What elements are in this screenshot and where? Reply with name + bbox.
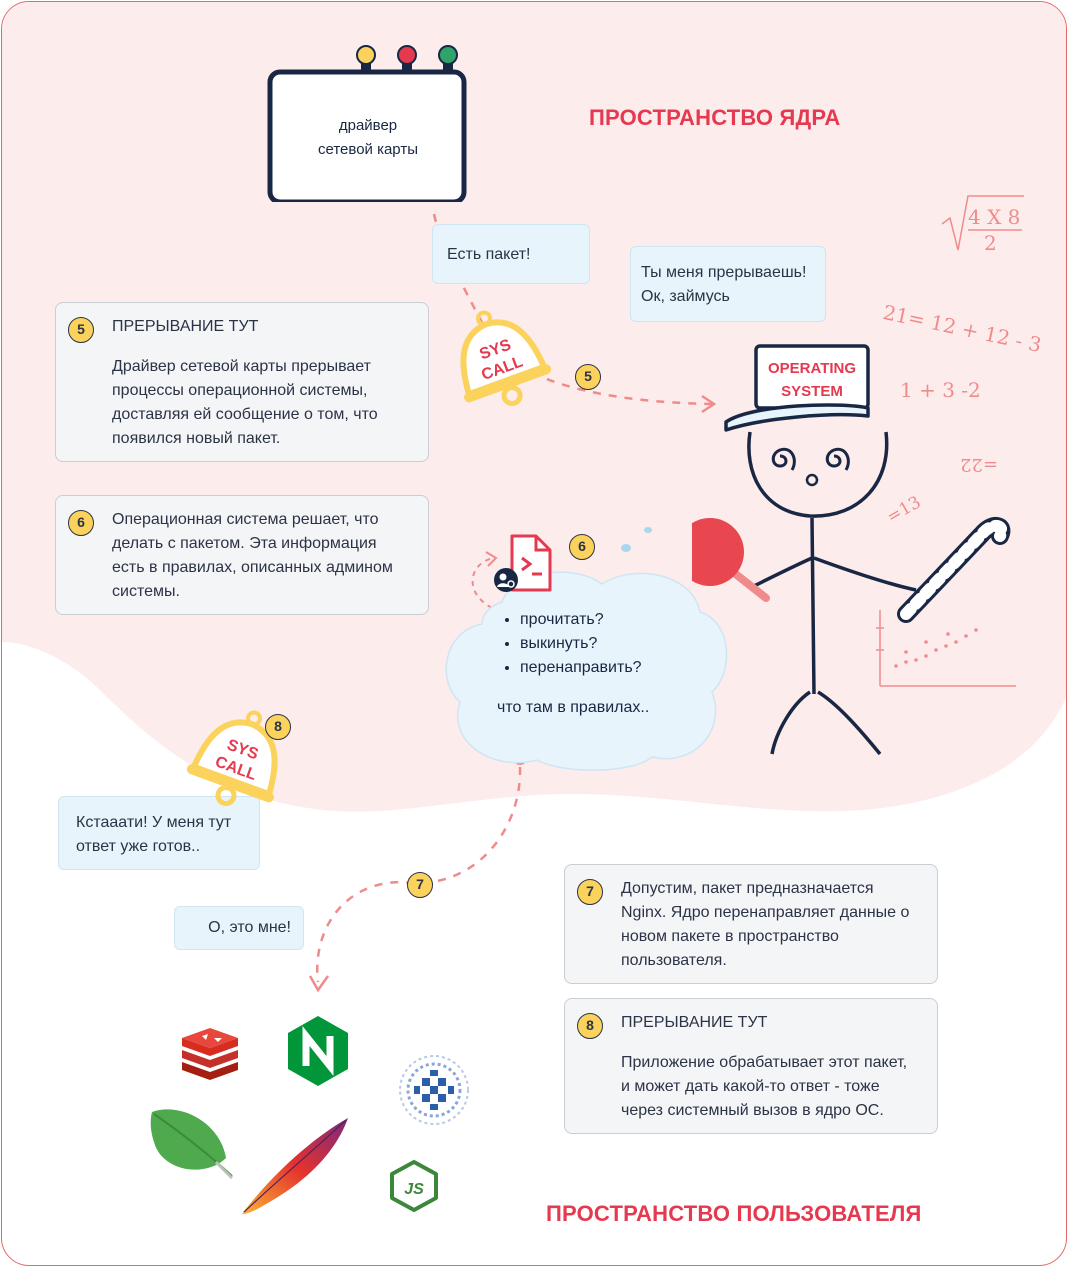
os-reply-bubble: Ты меня прерываешь! Ок, займусь xyxy=(630,246,826,322)
packet-bubble-text: Есть пакет! xyxy=(447,246,531,263)
mongodb-leaf-icon xyxy=(150,1109,234,1180)
arrow-step-7-marker: 7 xyxy=(407,872,433,898)
step-6-line: Операционная система решает, что xyxy=(112,511,379,528)
redis-logo-icon xyxy=(182,1028,238,1080)
cloud-footer: что там в правилах.. xyxy=(497,699,650,716)
green-bulb-icon xyxy=(438,45,458,71)
cloud-option: выкинуть? xyxy=(520,632,642,656)
cap-label-operating: OPERATING xyxy=(768,360,856,377)
cloud-option: прочитать? xyxy=(520,608,642,632)
equation-3: =22 xyxy=(960,454,998,475)
step-5-badge: 5 xyxy=(68,317,94,343)
its-mine-text: О, это мне! xyxy=(208,919,291,936)
apache-feather-icon xyxy=(242,1118,348,1214)
step-7-line: Nginx. Ядро перенаправляет данные о xyxy=(621,904,910,921)
app-ready-line2: ответ уже готов.. xyxy=(76,838,201,855)
network-card-monitor xyxy=(267,45,467,202)
step-8-heading: ПРЕРЫВАНИЕ ТУТ xyxy=(621,1014,768,1031)
scatter-plot-doodle xyxy=(876,610,1016,687)
step-7-card: 7 Допустим, пакет предназначается Nginx.… xyxy=(564,864,938,984)
step-8-line: через системный вызов в ядро ОС. xyxy=(621,1102,884,1119)
step-6-line: есть в правилах, описанных админом xyxy=(112,559,393,576)
step-8-card: 8 ПРЕРЫВАНИЕ ТУТ Приложение обрабатывает… xyxy=(564,998,938,1134)
step-5-heading: ПРЕРЫВАНИЕ ТУТ xyxy=(112,318,259,335)
packet-bubble: Есть пакет! xyxy=(432,224,590,284)
app-ready-line1: Кстааати! У меня тут xyxy=(76,814,232,831)
step-5-line: Драйвер сетевой карты прерывает xyxy=(112,358,371,375)
syscall-bell-icon: SYS CALL xyxy=(186,710,278,807)
step-7-badge: 7 xyxy=(577,879,603,905)
os-reply-line1: Ты меня прерываешь! xyxy=(641,264,807,281)
arrow-step-5-marker: 5 xyxy=(575,364,601,390)
sweat-drops-icon xyxy=(621,527,652,552)
step-8-line: Приложение обрабатывает этот пакет, xyxy=(621,1054,908,1071)
step-8-line: и может дать какой-то ответ - тоже xyxy=(621,1078,880,1095)
monitor-label: драйвер сетевой карты xyxy=(286,114,450,162)
app-ready-bubble: Кстааати! У меня тут ответ уже готов.. xyxy=(58,796,260,870)
sqrt-doodle: 4 X 8 2 xyxy=(941,195,1024,255)
its-mine-bubble: О, это мне! xyxy=(174,906,304,950)
operating-system-stick-figure: OPERATING SYSTEM xyxy=(692,344,1011,756)
step-6-card: 6 Операционная система решает, что делат… xyxy=(55,495,429,615)
sqrt-numerator: 4 X 8 xyxy=(968,205,1020,229)
step-8-badge: 8 xyxy=(577,1013,603,1039)
step-5-line: доставляя ей сообщение о том, что xyxy=(112,406,378,423)
step-7-line: пользователя. xyxy=(621,952,727,969)
monitor-label-line1: драйвер xyxy=(338,117,398,134)
cloud-options: прочитать? выкинуть? перенаправить? xyxy=(498,608,642,680)
monitor-label-line2: сетевой карты xyxy=(318,141,418,158)
step-5-body: Драйвер сетевой карты прерывает процессы… xyxy=(112,355,414,451)
red-bulb-icon xyxy=(397,45,417,71)
os-reply-line2: Ок, займусь xyxy=(641,288,730,305)
cap-label-system: SYSTEM xyxy=(781,383,843,400)
step-5-line: появился новый пакет. xyxy=(112,430,281,447)
arrow-step-8-marker: 8 xyxy=(265,714,291,740)
nodejs-logo-icon: JS xyxy=(390,1160,438,1212)
step-7-line: новом пакете в пространство xyxy=(621,928,839,945)
user-space-title: ПРОСТРАНСТВО ПОЛЬЗОВАТЕЛЯ xyxy=(546,1201,922,1226)
step-7-line: Допустим, пакет предназначается xyxy=(621,880,874,897)
arrow-step-6-marker: 6 xyxy=(569,534,595,560)
rules-file-icon xyxy=(494,534,552,592)
step-5-line: процессы операционной системы, xyxy=(112,382,368,399)
equation-2: 1 + 3 -2 xyxy=(900,378,981,402)
syscall-bell-icon: SYS CALL xyxy=(460,310,552,407)
step-8-body: Приложение обрабатывает этот пакет, и мо… xyxy=(621,1051,923,1123)
kernel-space-title: ПРОСТРАНСТВО ЯДРА xyxy=(589,105,841,130)
step-6-body: Операционная система решает, что делать … xyxy=(112,508,414,604)
step-6-line: системы. xyxy=(112,583,180,600)
svg-text:JS: JS xyxy=(404,1181,424,1198)
step-6-badge: 6 xyxy=(68,510,94,536)
thinking-cloud xyxy=(445,571,728,771)
cloud-option: перенаправить? xyxy=(520,656,642,680)
sqrt-denominator: 2 xyxy=(984,231,997,255)
step-7-body: Допустим, пакет предназначается Nginx. Я… xyxy=(621,877,923,973)
yellow-bulb-icon xyxy=(356,45,376,71)
step-6-line: делать с пакетом. Эта информация xyxy=(112,535,377,552)
step-5-card: 5 ПРЕРЫВАНИЕ ТУТ Драйвер сетевой карты п… xyxy=(55,302,429,462)
memcached-logo-icon xyxy=(399,1055,469,1125)
nginx-logo-icon xyxy=(288,1016,348,1086)
